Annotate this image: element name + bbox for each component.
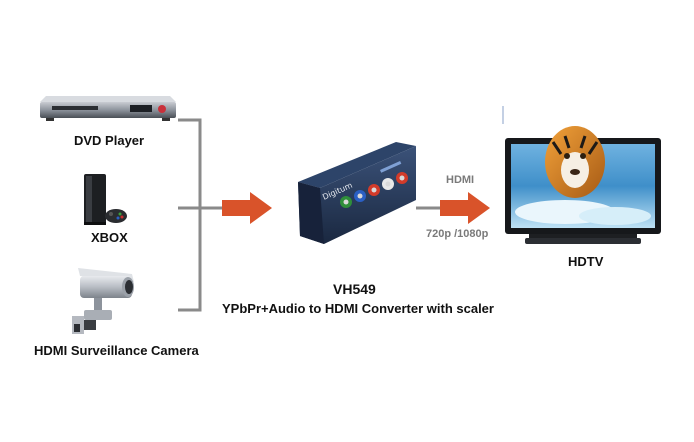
resolution-label: 720p /1080p <box>426 228 489 240</box>
converter-model-label: VH549 <box>333 281 376 297</box>
xbox-console-icon <box>80 172 130 226</box>
hdtv-icon <box>505 112 661 246</box>
converter-box-icon: Digitum <box>284 140 420 246</box>
camera-connector-line <box>178 208 202 312</box>
hdmi-link-label: HDMI <box>446 174 475 186</box>
converter-port-pin-1 <box>357 193 363 199</box>
surveillance-camera-icon <box>68 264 140 338</box>
dvd-player-label: DVD Player <box>74 133 145 148</box>
xbox-label: XBOX <box>91 230 128 245</box>
converter-port-pin-0 <box>343 199 349 205</box>
converter-port-pin-2 <box>371 187 377 193</box>
dvd-player-icon <box>38 94 178 122</box>
dvd-connector-line <box>178 118 202 208</box>
converter-description-label: YPbPr+Audio to HDMI Converter with scale… <box>222 301 494 316</box>
converter-port-pin-3 <box>385 181 391 187</box>
hdtv-label: HDTV <box>568 254 604 269</box>
camera-label: HDMI Surveillance Camera <box>34 343 199 358</box>
converter-port-pin-4 <box>399 175 405 181</box>
output-arrow <box>440 192 490 224</box>
input-arrow <box>222 192 272 224</box>
